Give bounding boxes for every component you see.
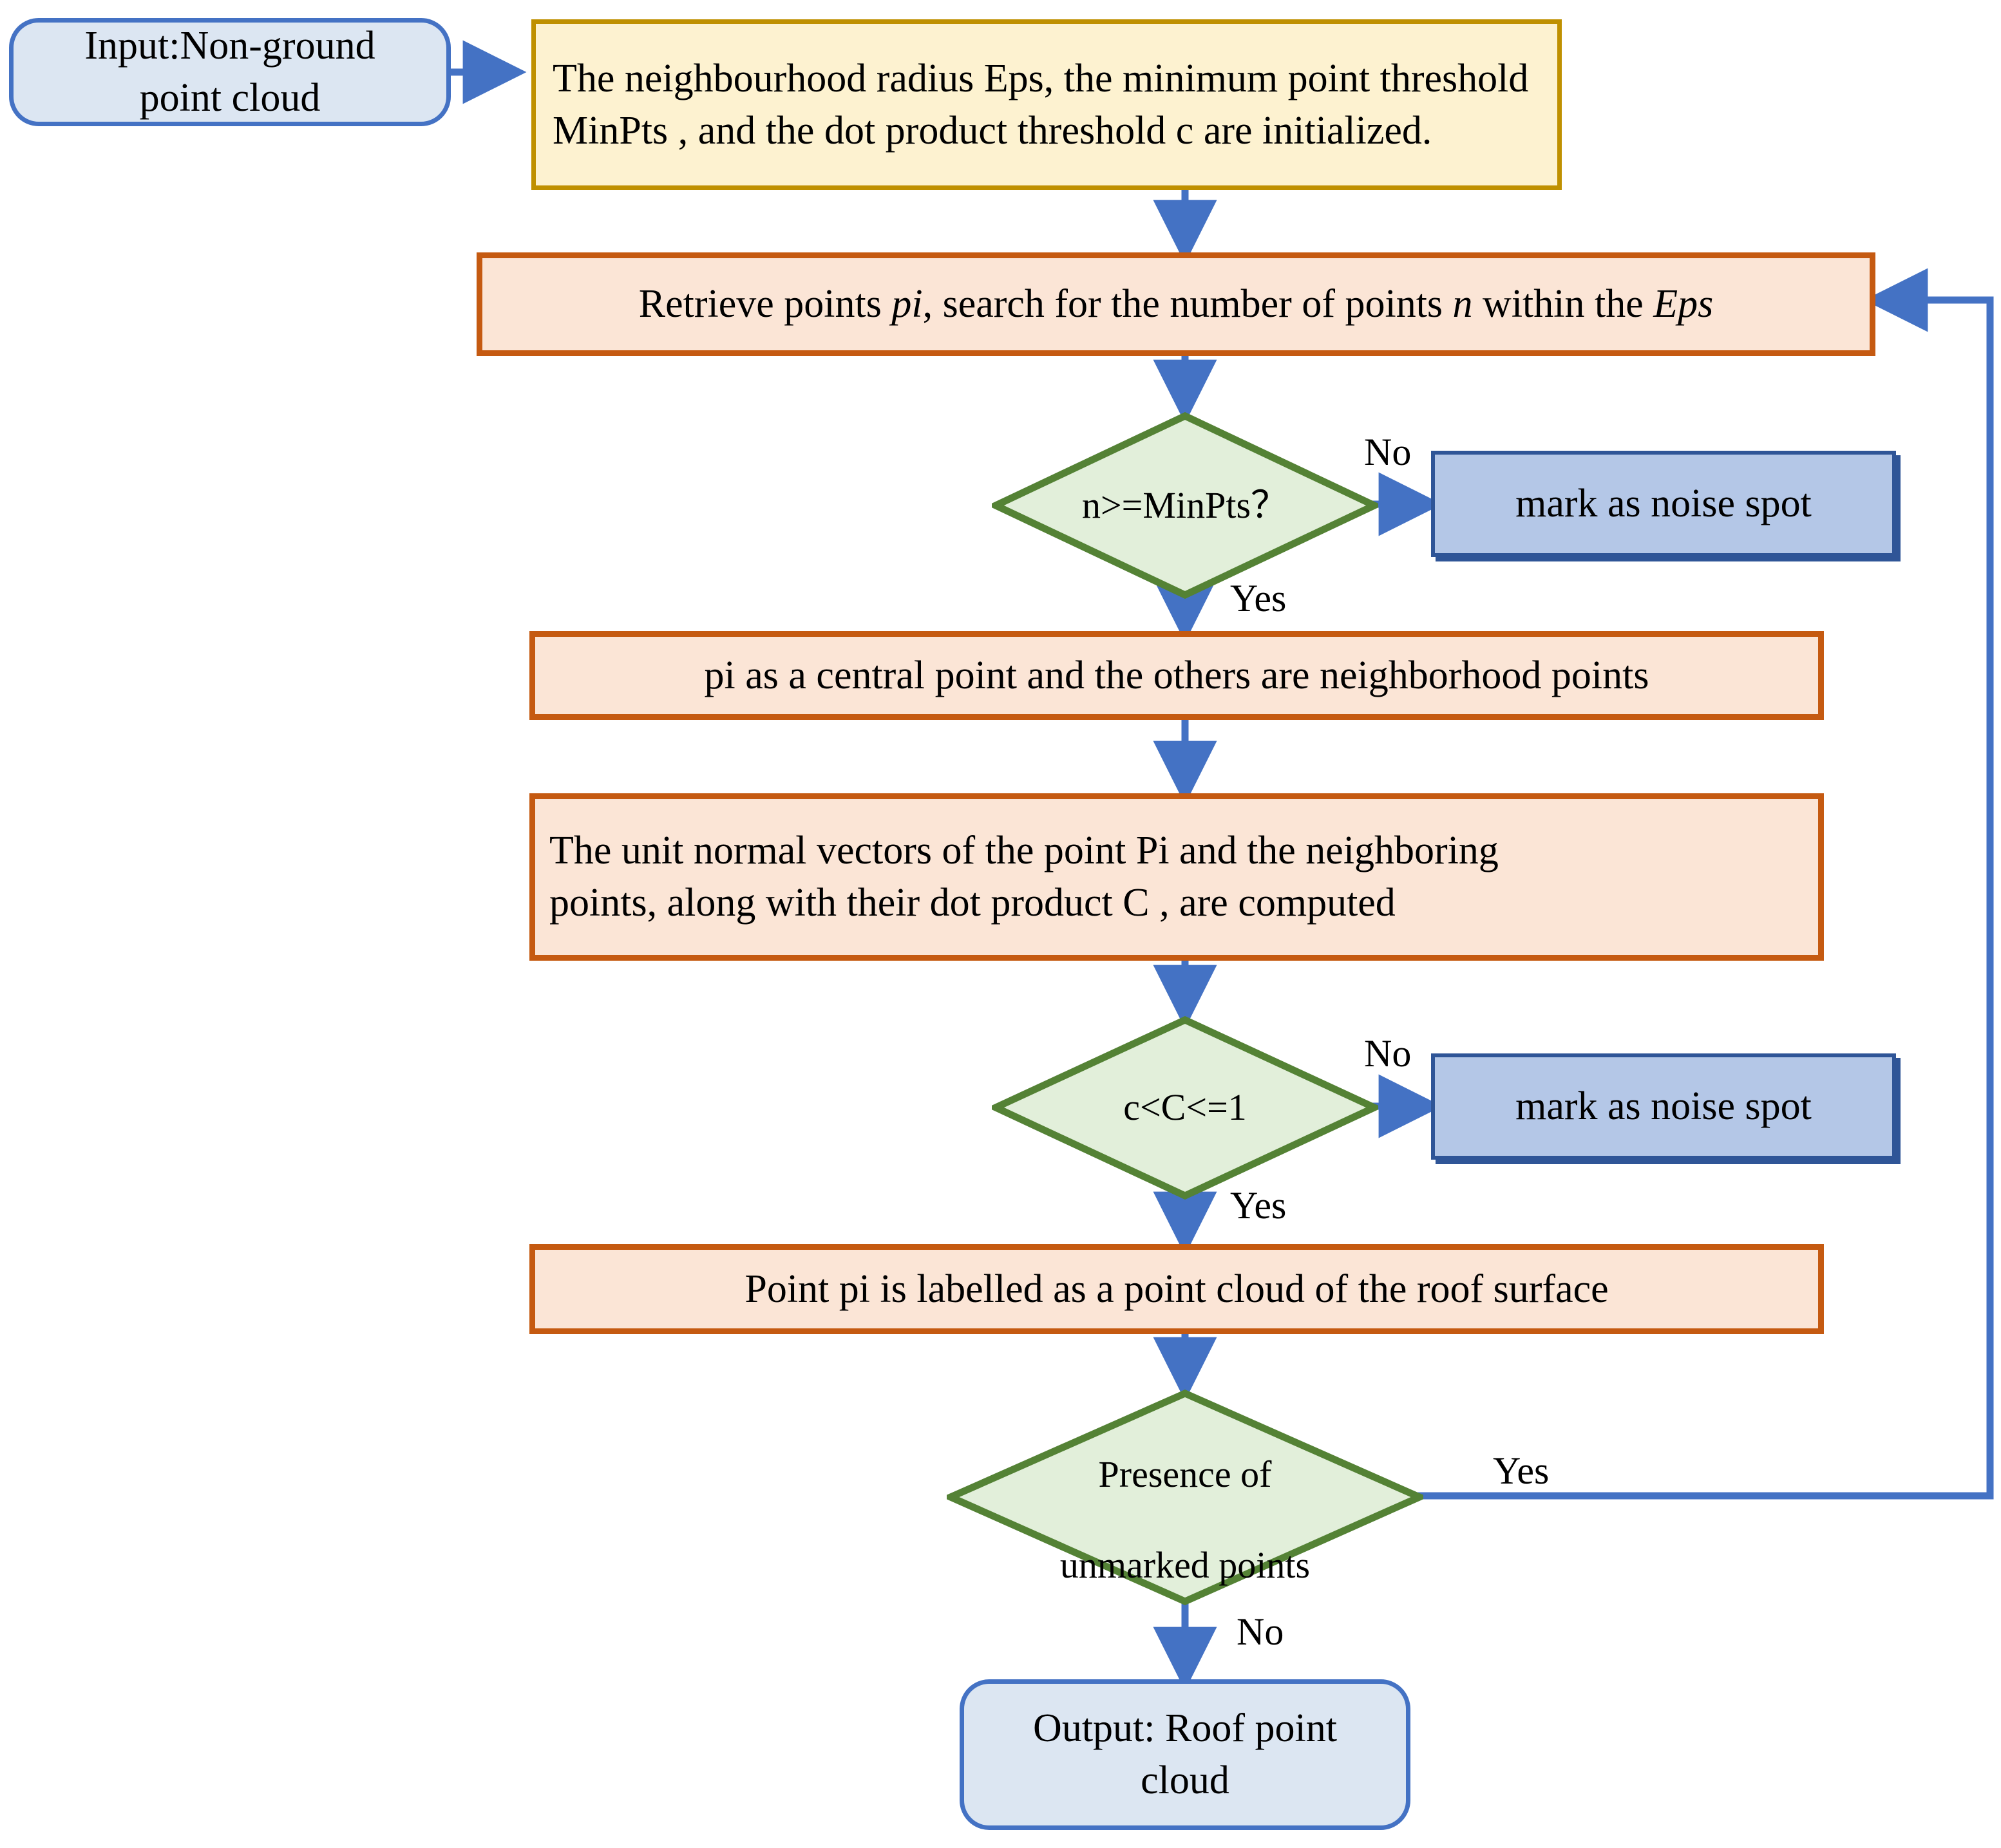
node-noise-spot-2[interactable]: mark as noise spot <box>1431 1053 1896 1160</box>
node-input-terminator[interactable]: Input:Non-ground point cloud <box>9 18 451 126</box>
node-retrieve-em-pi: pi <box>891 282 923 326</box>
node-init-line1: The neighbourhood radius Eps, the minimu… <box>553 56 1529 100</box>
node-init-text: The neighbourhood radius Eps, the minimu… <box>553 53 1528 156</box>
edge-label-yes-dot: Yes <box>1230 1184 1287 1227</box>
decision-unmarked-shape <box>947 1390 1423 1605</box>
node-decision-minpts-label: n>=MinPts？ <box>1081 484 1289 526</box>
node-retrieve-part3: within the <box>1472 282 1654 326</box>
decision-dot-product-shape <box>992 1016 1378 1200</box>
node-init-line2: MinPts , and the dot product threshold c… <box>553 108 1432 153</box>
node-decision-unmarked-line2: unmarked points <box>1059 1544 1311 1587</box>
node-decision-minpts[interactable]: n>=MinPts？ <box>992 412 1378 599</box>
node-decision-unmarked[interactable]: Presence of unmarked points <box>947 1390 1423 1605</box>
node-noise-spot-1-label: mark as noise spot <box>1515 482 1812 526</box>
node-normals-box[interactable]: The unit normal vectors of the point Pi … <box>529 793 1824 961</box>
node-decision-unmarked-label: Presence of unmarked points <box>1060 1406 1310 1589</box>
node-retrieve-box[interactable]: Retrieve points pi, search for the numbe… <box>477 252 1875 356</box>
edge-label-yes-minpts: Yes <box>1230 577 1287 619</box>
node-decision-unmarked-line1: Presence of <box>1098 1453 1272 1495</box>
node-input-line1: Input:Non-ground <box>84 24 375 68</box>
node-init-box[interactable]: The neighbourhood radius Eps, the minimu… <box>531 19 1562 190</box>
node-input-text: Input:Non-ground point cloud <box>84 20 375 124</box>
decision-minpts-shape <box>992 412 1378 599</box>
edge-label-no-dot: No <box>1364 1032 1412 1075</box>
node-decision-dot-product-label: c<C<=1 <box>1123 1086 1247 1129</box>
node-output-line1: Output: Roof point <box>1033 1706 1337 1751</box>
node-retrieve-em-eps: Eps <box>1653 282 1714 326</box>
node-labelled-box[interactable]: Point pi is labelled as a point cloud of… <box>529 1244 1824 1334</box>
node-central-point-box[interactable]: pi as a central point and the others are… <box>529 631 1824 720</box>
node-normals-line2: points, along with their dot product C ,… <box>549 881 1396 925</box>
node-normals-line1: The unit normal vectors of the point Pi … <box>549 829 1499 873</box>
node-retrieve-part1: Retrieve points <box>638 282 892 326</box>
node-noise-spot-1[interactable]: mark as noise spot <box>1431 451 1896 557</box>
node-output-text: Output: Roof point cloud <box>1033 1702 1337 1806</box>
node-output-line2: cloud <box>1141 1758 1229 1802</box>
node-decision-dot-product[interactable]: c<C<=1 <box>992 1016 1378 1200</box>
node-retrieve-text: Retrieve points pi, search for the numbe… <box>639 278 1714 330</box>
node-labelled-label: Point pi is labelled as a point cloud of… <box>744 1267 1609 1311</box>
node-noise-spot-2-label: mark as noise spot <box>1515 1084 1812 1129</box>
edge-label-yes-unmarked: Yes <box>1493 1449 1550 1492</box>
node-retrieve-em-n: n <box>1452 282 1473 326</box>
node-output-terminator[interactable]: Output: Roof point cloud <box>960 1679 1410 1830</box>
edge-label-no-minpts: No <box>1364 431 1412 473</box>
node-retrieve-part2: , search for the number of points <box>922 282 1453 326</box>
node-central-point-label: pi as a central point and the others are… <box>704 653 1649 697</box>
edge-label-no-unmarked: No <box>1237 1610 1284 1653</box>
node-input-line2: point cloud <box>139 76 321 120</box>
node-normals-text: The unit normal vectors of the point Pi … <box>549 825 1499 929</box>
